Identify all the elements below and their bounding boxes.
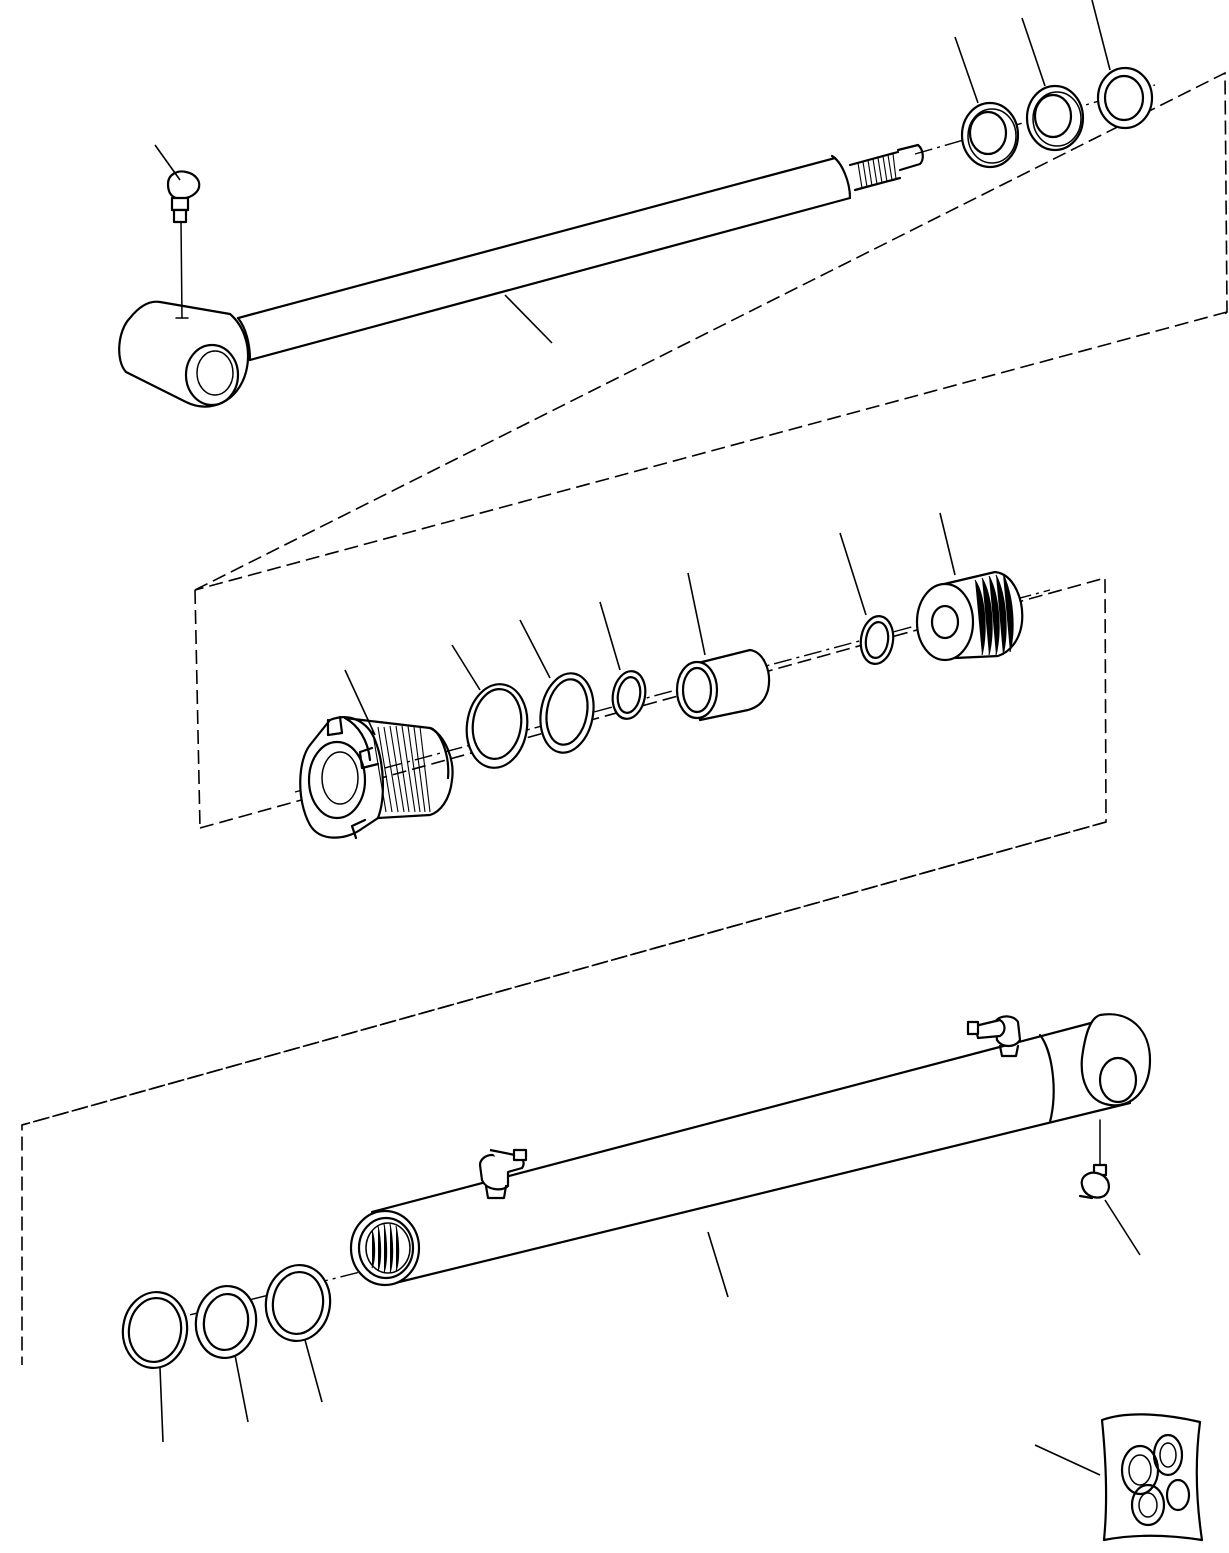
gland-thread: [371, 725, 431, 813]
wiper-ring: [1096, 66, 1154, 130]
barrel-bore-thread: [371, 1223, 400, 1274]
guide-ring: [264, 1264, 332, 1342]
piston-rod: [118, 143, 924, 408]
piston-o-ring: [859, 615, 895, 665]
wear-ring: [121, 1291, 189, 1369]
gland-piston-assembly: [294, 512, 1051, 840]
cylinder-barrel: [349, 1013, 1152, 1287]
piston-seal: [194, 1285, 258, 1359]
assembly-boundary-frame: [21, 71, 1228, 1365]
piston: [915, 570, 1024, 662]
elbow-fitting-front: [478, 1148, 528, 1200]
backup-ring: [465, 683, 529, 769]
seal-kit: [1100, 1413, 1204, 1542]
small-o-ring: [611, 670, 647, 720]
cylinder-barrel-assembly: [121, 1013, 1204, 1542]
seal-kit-rings-icon: [1120, 1433, 1191, 1527]
barrel-eye-bore: [1098, 1056, 1138, 1104]
rod-thread: [857, 153, 897, 189]
rod-seal: [960, 101, 1020, 169]
barrel-grease-nipple: [1078, 1119, 1110, 1200]
cylinder-head: [299, 715, 454, 840]
grease-nipple: [166, 170, 201, 319]
rod-eye-bore: [184, 343, 240, 407]
gland-leader-lines: [344, 512, 956, 736]
barrel-leader-lines: [159, 1199, 1141, 1476]
piston-grooves: [974, 573, 1014, 656]
spacer-sleeve: [675, 648, 771, 722]
piston-rod-assembly: [118, 0, 1156, 408]
gland-seal: [1025, 84, 1085, 152]
rod-leader-lines: [154, 0, 1111, 344]
elbow-fitting-rear: [966, 1015, 1022, 1058]
o-ring: [539, 672, 595, 754]
